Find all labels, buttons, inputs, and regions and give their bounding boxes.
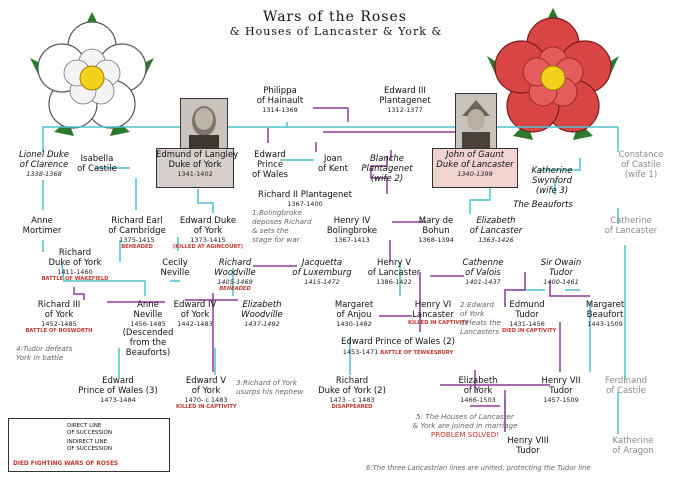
john-gaunt-box <box>432 148 518 188</box>
page-title: Wars of the Roses <box>263 9 407 25</box>
red-rose-icon <box>487 8 619 140</box>
white-rose-icon <box>30 12 154 136</box>
york-portrait-icon <box>180 98 228 150</box>
annotation-5: 5: The Houses of Lancaster& York are joi… <box>412 412 518 439</box>
legend-died-label: DIED FIGHTING WARS OF ROSES <box>13 461 119 467</box>
edward-prince-of-wales-2-dates: 1453-1471 BATTLE OF TEWKESBURY <box>342 348 454 356</box>
lancaster-portrait-icon <box>455 93 497 151</box>
problem-solved-label: PROBLEM SOLVED! <box>430 430 500 439</box>
edmund-langley-box <box>156 148 234 188</box>
the-beauforts: The Beauforts <box>513 200 573 210</box>
annotation-6: 6:The three Lancastrian lines are united… <box>366 464 591 472</box>
page-subtitle: & Houses of Lancaster & York & <box>229 25 443 38</box>
edward-prince-of-wales-2: Edward Prince of Wales (2) <box>341 337 455 347</box>
